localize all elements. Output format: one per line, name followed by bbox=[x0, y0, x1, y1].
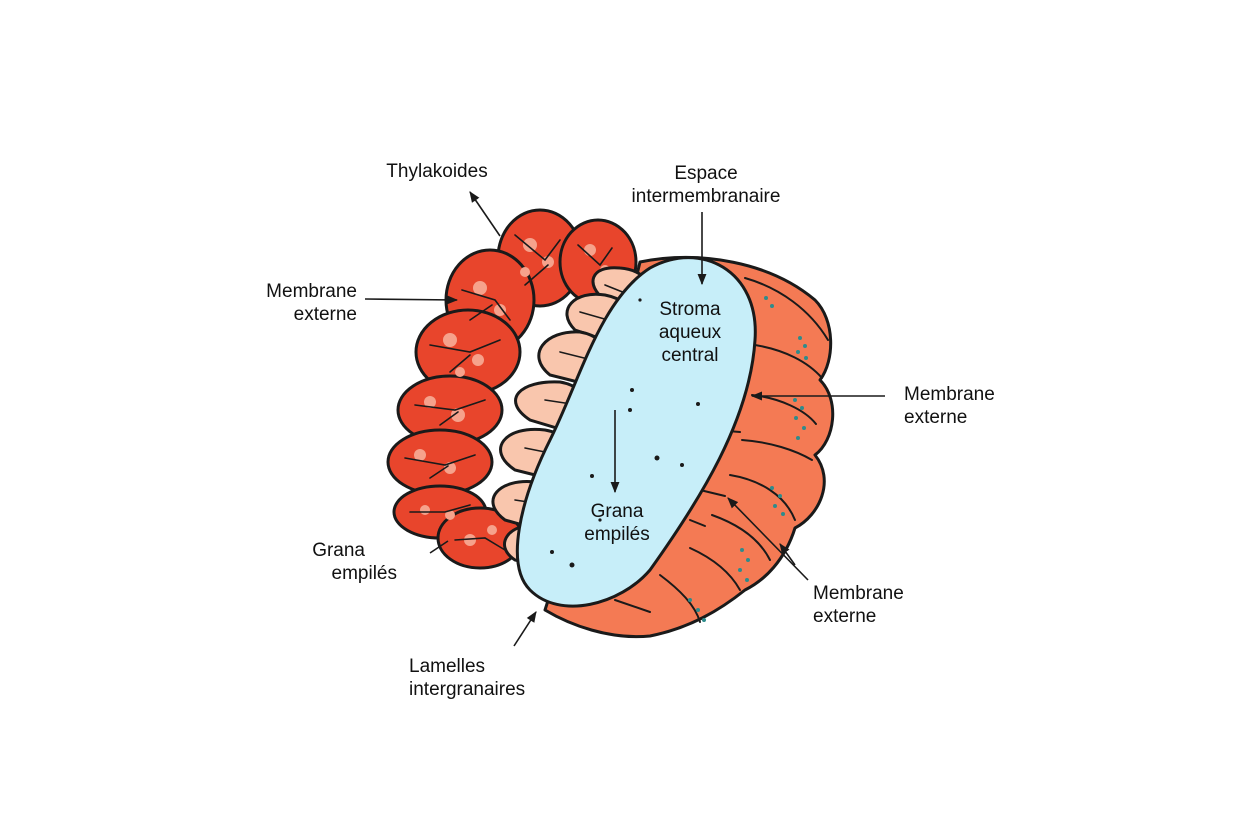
arrow-membrane-right-bottom-2 bbox=[779, 543, 796, 566]
label-grana-center: Grana empilés bbox=[584, 501, 650, 545]
label-membrane-externe-right-bottom: Membrane externe bbox=[813, 583, 904, 627]
label-grana-left: Grana empilés bbox=[312, 540, 397, 584]
arrow-lamelles bbox=[513, 611, 537, 647]
arrow-membrane-right-bottom bbox=[727, 497, 809, 581]
label-membrane-externe-right-top: Membrane externe bbox=[904, 384, 995, 428]
line-grana-left bbox=[429, 540, 449, 554]
arrows bbox=[364, 191, 885, 647]
arrow-membrane-left bbox=[364, 295, 459, 305]
label-membrane-externe-left: Membrane externe bbox=[266, 281, 357, 325]
arrow-thylakoides bbox=[469, 191, 501, 237]
label-lamelles-intergranaires: Lamelles intergranaires bbox=[409, 656, 526, 700]
stroma-central bbox=[515, 256, 757, 608]
label-thylakoides: Thylakoides bbox=[386, 161, 488, 182]
label-espace-intermembranaire: Espace intermembranaire bbox=[631, 163, 781, 207]
label-stroma: Stroma aqueux central bbox=[658, 299, 722, 366]
thylakoid-veins bbox=[404, 234, 613, 551]
